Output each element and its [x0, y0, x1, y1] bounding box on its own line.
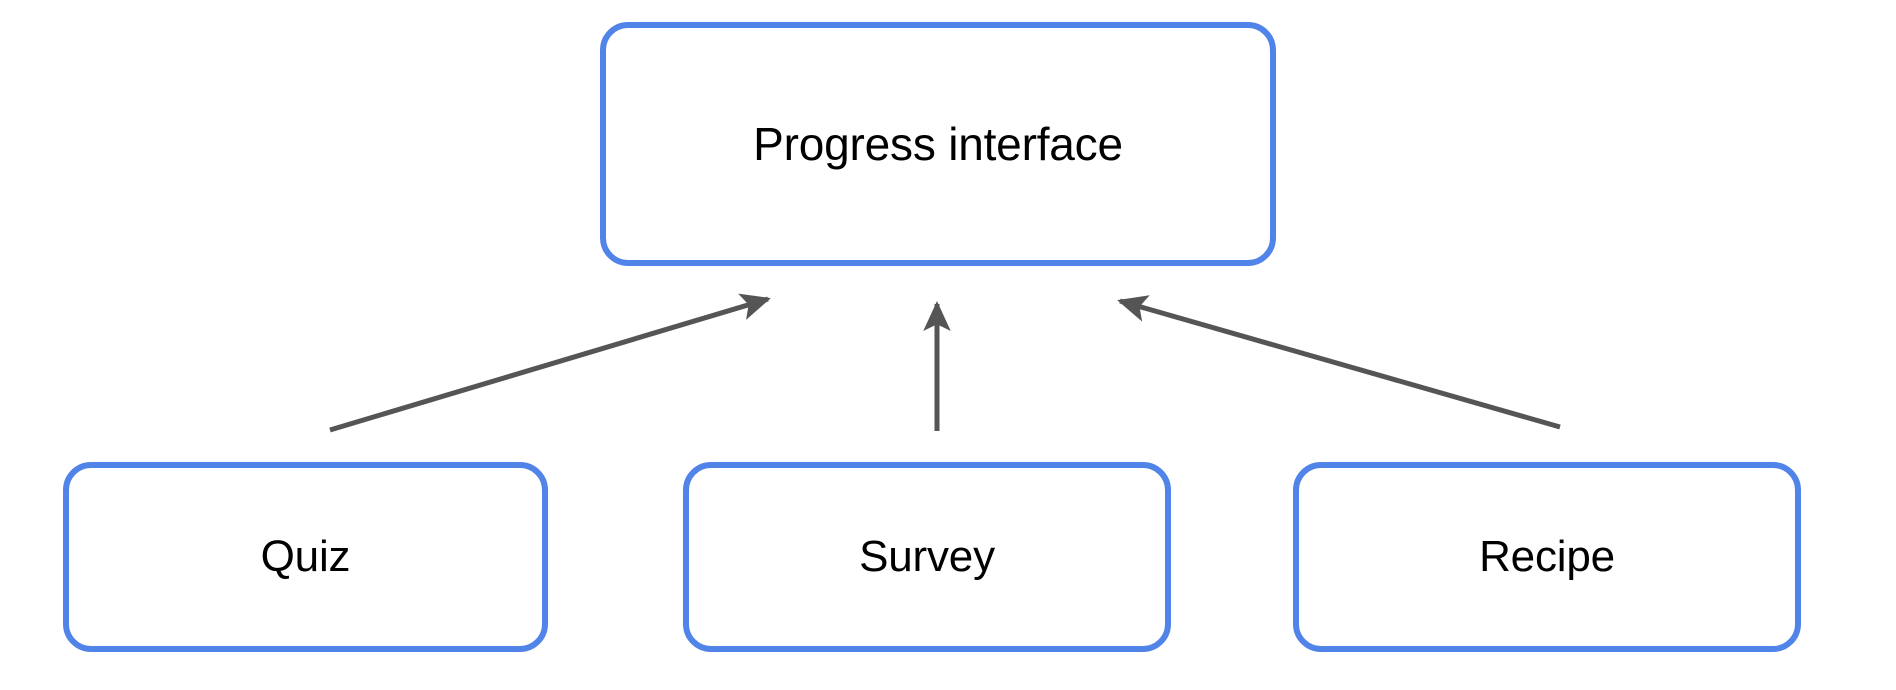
node-survey[interactable]: Survey — [683, 462, 1171, 652]
node-label-recipe: Recipe — [1479, 532, 1615, 581]
node-recipe[interactable]: Recipe — [1293, 462, 1801, 652]
node-label-quiz: Quiz — [260, 532, 351, 581]
edge-recipe-to-root — [1117, 295, 1561, 430]
node-quiz[interactable]: Quiz — [63, 462, 548, 652]
node-label-survey: Survey — [859, 532, 995, 581]
node-progress-interface[interactable]: Progress interface — [600, 22, 1276, 266]
node-label-progress-interface: Progress interface — [753, 118, 1123, 170]
edge-quiz-to-root — [329, 293, 771, 433]
